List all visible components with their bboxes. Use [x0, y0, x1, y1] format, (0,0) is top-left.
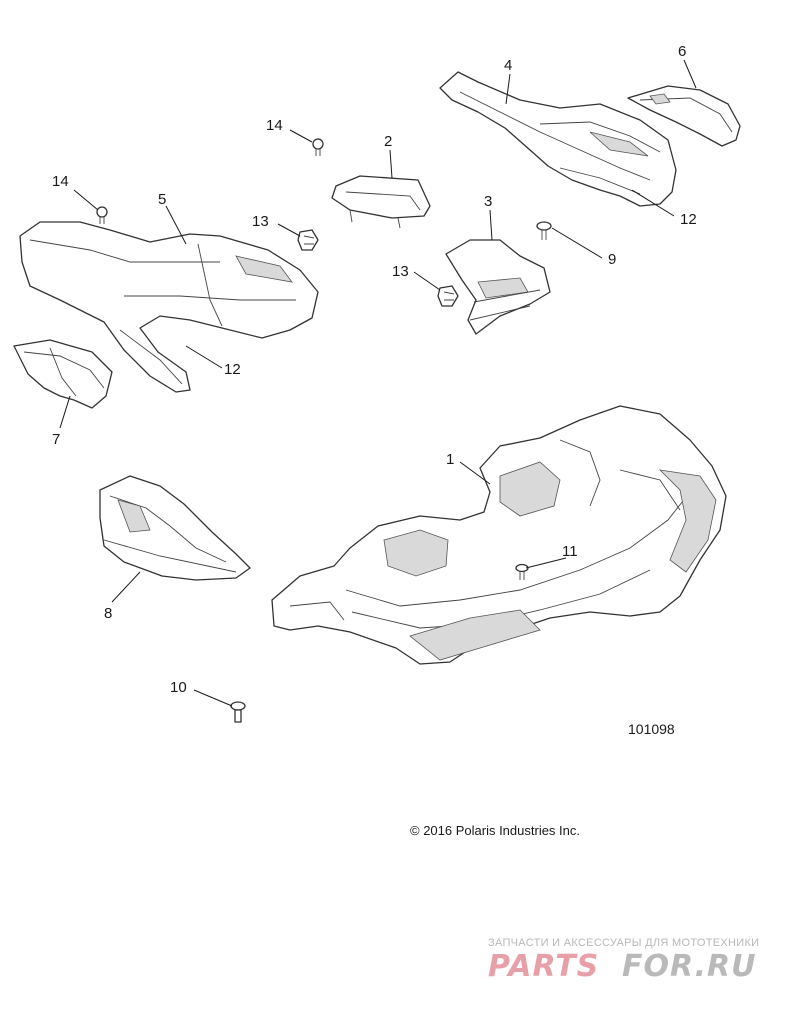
- watermark-brand-right: FOR.RU: [622, 949, 757, 984]
- part-7-side-panel: [13, 339, 113, 409]
- copyright-notice: © 2016 Polaris Industries Inc.: [410, 823, 580, 838]
- watermark: ЗАПЧАСТИ И АКСЕССУАРЫ ДЛЯ МОТОТЕХНИКИ PA…: [488, 937, 759, 984]
- callout-6: 6: [678, 43, 686, 60]
- fastener-14-upper: [312, 138, 324, 156]
- part-1-main-body: [271, 405, 727, 665]
- bolt-10: [230, 701, 246, 723]
- callout-8: 8: [104, 605, 112, 622]
- callout-3: 3: [484, 193, 492, 210]
- callout-7: 7: [52, 431, 60, 448]
- callout-14-upper: 14: [266, 117, 283, 134]
- callout-11: 11: [562, 543, 578, 560]
- part-2-plate: [331, 175, 431, 229]
- callout-4: 4: [504, 57, 512, 74]
- callout-14-left: 14: [52, 173, 69, 190]
- clip-13-left: [297, 229, 319, 251]
- callout-1: 1: [446, 451, 454, 468]
- watermark-brand-left: PARTS: [488, 949, 599, 984]
- figure-number: 101098: [628, 721, 675, 737]
- part-5-front-cover: [19, 221, 319, 393]
- watermark-tagline: ЗАПЧАСТИ И АКСЕССУАРЫ ДЛЯ МОТОТЕХНИКИ: [488, 937, 759, 949]
- clip-13-center: [437, 285, 459, 307]
- part-6-rear-panel: [627, 85, 741, 147]
- part-8-footwell-panel: [99, 475, 251, 581]
- leader-lines: [59, 59, 697, 707]
- part-4-rear-cover: [439, 71, 677, 207]
- callout-12-left: 12: [224, 361, 241, 378]
- part-3-vent-bracket: [445, 239, 551, 335]
- callout-13-center: 13: [392, 263, 409, 280]
- callout-9: 9: [608, 251, 616, 268]
- callout-12-right: 12: [680, 211, 697, 228]
- callout-13-left: 13: [252, 213, 269, 230]
- callout-2: 2: [384, 133, 392, 150]
- screw-9: [536, 221, 552, 240]
- fastener-14-left: [96, 206, 108, 224]
- callout-10: 10: [170, 679, 187, 696]
- callout-5: 5: [158, 191, 166, 208]
